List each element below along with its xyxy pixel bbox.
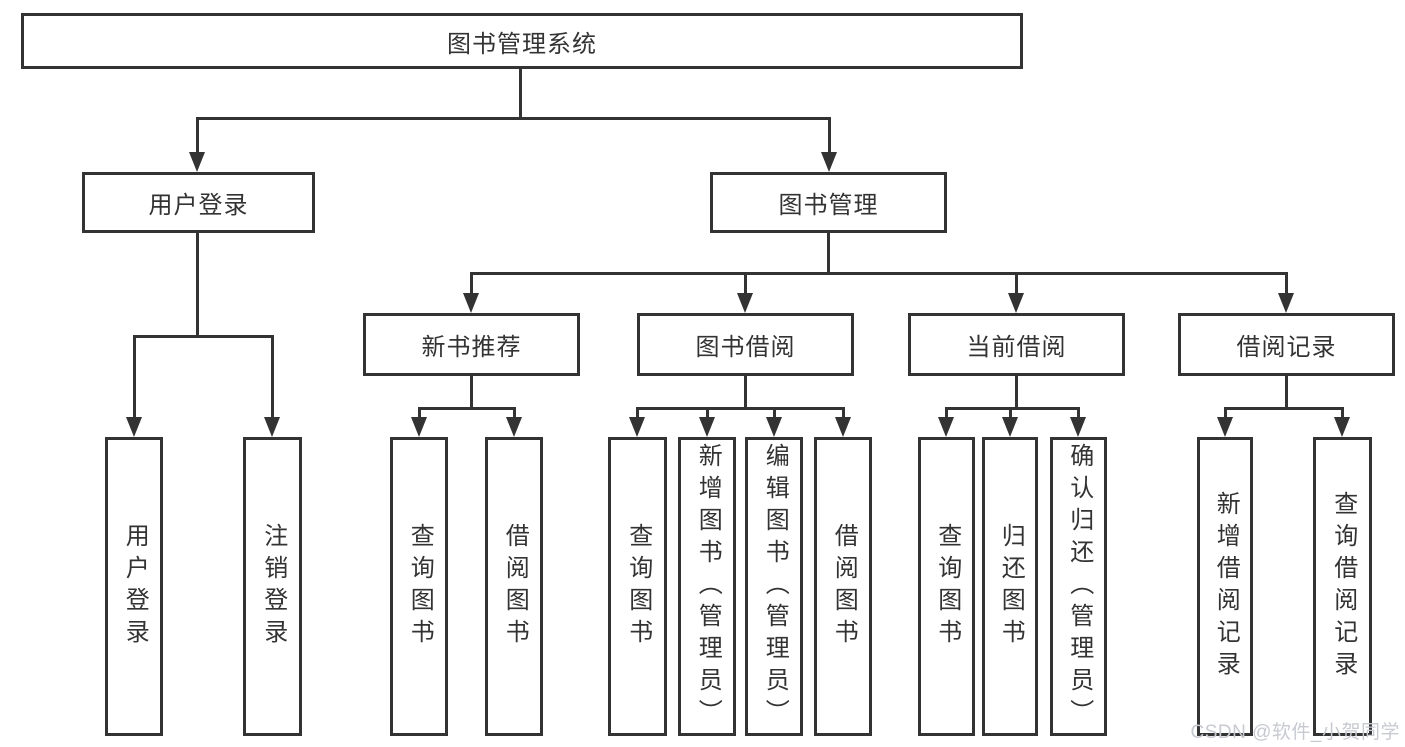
connector-line <box>271 335 274 417</box>
leaf-query-books-current: 查询图书 <box>918 437 975 736</box>
leaf-edit-books-admin-label: 编辑图书（管理员） <box>761 442 789 731</box>
connector-line <box>1285 376 1288 407</box>
node-library-system: 图书管理系统 <box>21 13 1023 69</box>
connector-line <box>706 407 709 417</box>
csdn-watermark: CSDN @软件_小贺同学 <box>1190 722 1400 743</box>
leaf-logout-label: 注销登录 <box>259 522 287 651</box>
connector-line <box>945 407 1080 410</box>
arrow-down-icon <box>189 152 205 172</box>
leaf-query-books-borrow-label: 查询图书 <box>624 522 652 651</box>
connector-line <box>1224 407 1227 417</box>
connector-line <box>519 69 522 117</box>
arrow-down-icon <box>1002 417 1018 437</box>
connector-line <box>842 407 845 417</box>
connector-line <box>196 117 199 152</box>
arrow-down-icon <box>1278 293 1294 313</box>
arrow-down-icon <box>506 417 522 437</box>
leaf-query-borrow-record-label: 查询借阅记录 <box>1329 490 1357 683</box>
node-new-book-recommend: 新书推荐 <box>363 313 580 376</box>
leaf-return-books-label: 归还图书 <box>997 522 1025 651</box>
leaf-query-books-current-label: 查询图书 <box>933 522 961 651</box>
leaf-user-login-label: 用户登录 <box>121 522 149 651</box>
arrow-down-icon <box>411 417 427 437</box>
node-book-borrowing-label: 图书借阅 <box>695 334 796 361</box>
leaf-add-books-admin-label: 新增图书（管理员） <box>694 442 722 731</box>
connector-line <box>133 335 136 417</box>
leaf-user-login: 用户登录 <box>105 437 163 736</box>
connector-line <box>418 407 516 410</box>
leaf-query-books-borrow: 查询图书 <box>608 437 667 736</box>
leaf-add-books-admin: 新增图书（管理员） <box>678 437 736 736</box>
arrow-down-icon <box>821 152 837 172</box>
leaf-borrow-books-borrow: 借阅图书 <box>814 437 872 736</box>
connector-line <box>827 233 830 272</box>
connector-line <box>513 407 516 417</box>
leaf-confirm-return-admin-label: 确认归还（管理员） <box>1065 442 1093 731</box>
node-book-management-label: 图书管理 <box>778 192 879 219</box>
connector-line <box>1015 376 1018 407</box>
connector-line <box>945 407 948 417</box>
connector-line <box>744 376 747 407</box>
connector-line <box>1077 407 1080 417</box>
node-current-borrowing-label: 当前借阅 <box>966 334 1067 361</box>
connector-line <box>1009 407 1012 417</box>
arrow-down-icon <box>264 417 280 437</box>
connector-line <box>1224 407 1344 410</box>
leaf-borrow-books-recommend-label: 借阅图书 <box>501 522 529 651</box>
leaf-query-books-recommend-label: 查询图书 <box>406 522 434 651</box>
node-user-login-label: 用户登录 <box>148 192 249 219</box>
connector-line <box>1015 272 1018 293</box>
node-book-management: 图书管理 <box>710 172 947 233</box>
leaf-logout: 注销登录 <box>243 437 302 736</box>
node-new-book-recommend-label: 新书推荐 <box>421 334 522 361</box>
connector-line <box>196 233 199 335</box>
node-borrowing-records-label: 借阅记录 <box>1236 334 1337 361</box>
leaf-borrow-books-recommend: 借阅图书 <box>485 437 543 736</box>
leaf-add-borrow-record-label: 新增借阅记录 <box>1212 490 1240 683</box>
leaf-add-borrow-record: 新增借阅记录 <box>1197 437 1253 736</box>
leaf-edit-books-admin: 编辑图书（管理员） <box>745 437 803 736</box>
leaf-borrow-books-borrow-label: 借阅图书 <box>830 522 858 651</box>
arrow-down-icon <box>629 417 645 437</box>
connector-line <box>470 272 473 293</box>
node-borrowing-records: 借阅记录 <box>1178 313 1395 376</box>
connector-line <box>470 376 473 407</box>
connector-line <box>470 272 1288 275</box>
leaf-confirm-return-admin: 确认归还（管理员） <box>1050 437 1107 736</box>
connector-line <box>773 407 776 417</box>
arrow-down-icon <box>1008 293 1024 313</box>
leaf-return-books: 归还图书 <box>982 437 1038 736</box>
arrow-down-icon <box>766 417 782 437</box>
connector-line <box>1341 407 1344 417</box>
arrow-down-icon <box>463 293 479 313</box>
connector-line <box>197 117 831 120</box>
arrow-down-icon <box>938 417 954 437</box>
node-book-borrowing: 图书借阅 <box>637 313 854 376</box>
leaf-query-borrow-record: 查询借阅记录 <box>1313 437 1372 736</box>
arrow-down-icon <box>126 417 142 437</box>
connector-line <box>133 335 274 338</box>
connector-line <box>418 407 421 417</box>
arrow-down-icon <box>1334 417 1350 437</box>
arrow-down-icon <box>699 417 715 437</box>
connector-line <box>636 407 639 417</box>
connector-line <box>828 117 831 152</box>
node-library-system-label: 图书管理系统 <box>447 30 597 58</box>
arrow-down-icon <box>835 417 851 437</box>
connector-line <box>1285 272 1288 293</box>
arrow-down-icon <box>1070 417 1086 437</box>
arrow-down-icon <box>737 293 753 313</box>
leaf-query-books-recommend: 查询图书 <box>390 437 448 736</box>
connector-line <box>636 407 845 410</box>
node-current-borrowing: 当前借阅 <box>908 313 1125 376</box>
node-user-login: 用户登录 <box>82 172 315 233</box>
arrow-down-icon <box>1217 417 1233 437</box>
connector-line <box>744 272 747 293</box>
